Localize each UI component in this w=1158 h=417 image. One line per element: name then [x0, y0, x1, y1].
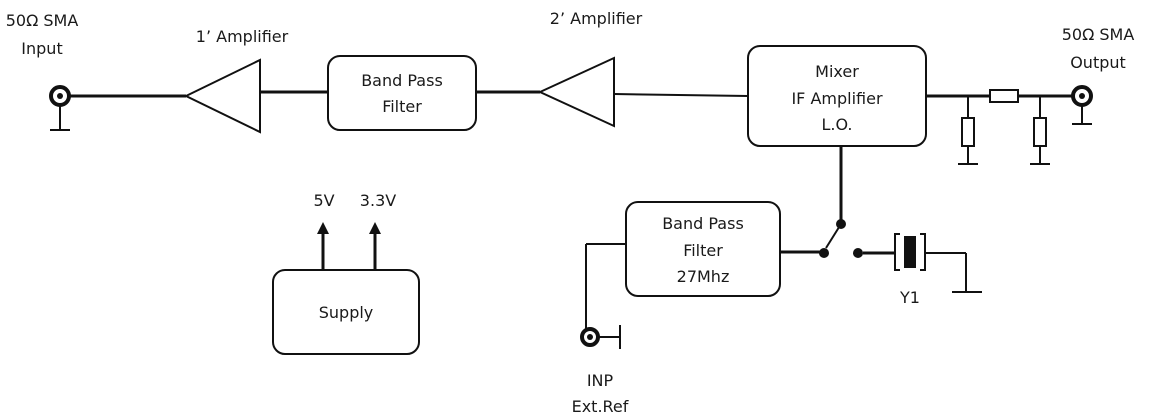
shunt-resistor-1-icon: [961, 117, 975, 147]
supply-block: Supply: [272, 269, 420, 355]
amp2-label: 2’ Amplifier: [550, 9, 643, 28]
output-network: [926, 89, 1072, 165]
shunt-resistor-2-icon: [1033, 117, 1047, 147]
input-sma-connector-icon: [49, 85, 71, 131]
input-label-line2: Input: [21, 39, 62, 58]
arrow-5v-icon: [317, 222, 329, 270]
label-5v: 5V: [313, 191, 334, 210]
bpf2-label-line3: 27Mhz: [677, 267, 730, 286]
mixer-block: Mixer IF Amplifier L.O.: [747, 45, 927, 147]
inp-label-line2: Ext.Ref: [572, 397, 629, 416]
output-sma-connector-icon: [1071, 85, 1093, 125]
bpf1-label-line1: Band Pass: [361, 71, 443, 90]
mixer-label-line1: Mixer: [815, 62, 859, 81]
amp2-amplifier-triangle-icon: [537, 56, 615, 128]
input-label-line1: 50Ω SMA: [6, 11, 79, 30]
output-label-line1: 50Ω SMA: [1062, 25, 1135, 44]
bpf2-label-line2: Filter: [683, 241, 723, 260]
bpf2-block: Band Pass Filter 27Mhz: [625, 201, 781, 297]
wire-amp2-to-mixer: [613, 93, 749, 97]
crystal-label: Y1: [899, 288, 920, 307]
supply-label: Supply: [319, 303, 374, 322]
ref-sma-connector-icon: [580, 325, 621, 349]
mixer-label-line2: IF Amplifier: [791, 89, 883, 108]
amp1-amplifier-triangle-icon: [183, 58, 261, 134]
output-label-line2: Output: [1070, 53, 1126, 72]
mixer-label-line3: L.O.: [821, 115, 852, 134]
label-3v3: 3.3V: [360, 191, 396, 210]
crystal-y1-icon: [894, 233, 982, 293]
series-resistor-icon: [989, 89, 1019, 103]
bpf2-label-line1: Band Pass: [662, 214, 744, 233]
arrow-3v3-icon: [369, 222, 381, 270]
lo-spdt-switch-icon: [819, 219, 863, 258]
amp1-label: 1’ Amplifier: [196, 27, 289, 46]
inp-label-line1: INP: [587, 371, 614, 390]
bpf1-block: Band Pass Filter: [327, 55, 477, 131]
bpf1-label-line2: Filter: [382, 97, 422, 116]
